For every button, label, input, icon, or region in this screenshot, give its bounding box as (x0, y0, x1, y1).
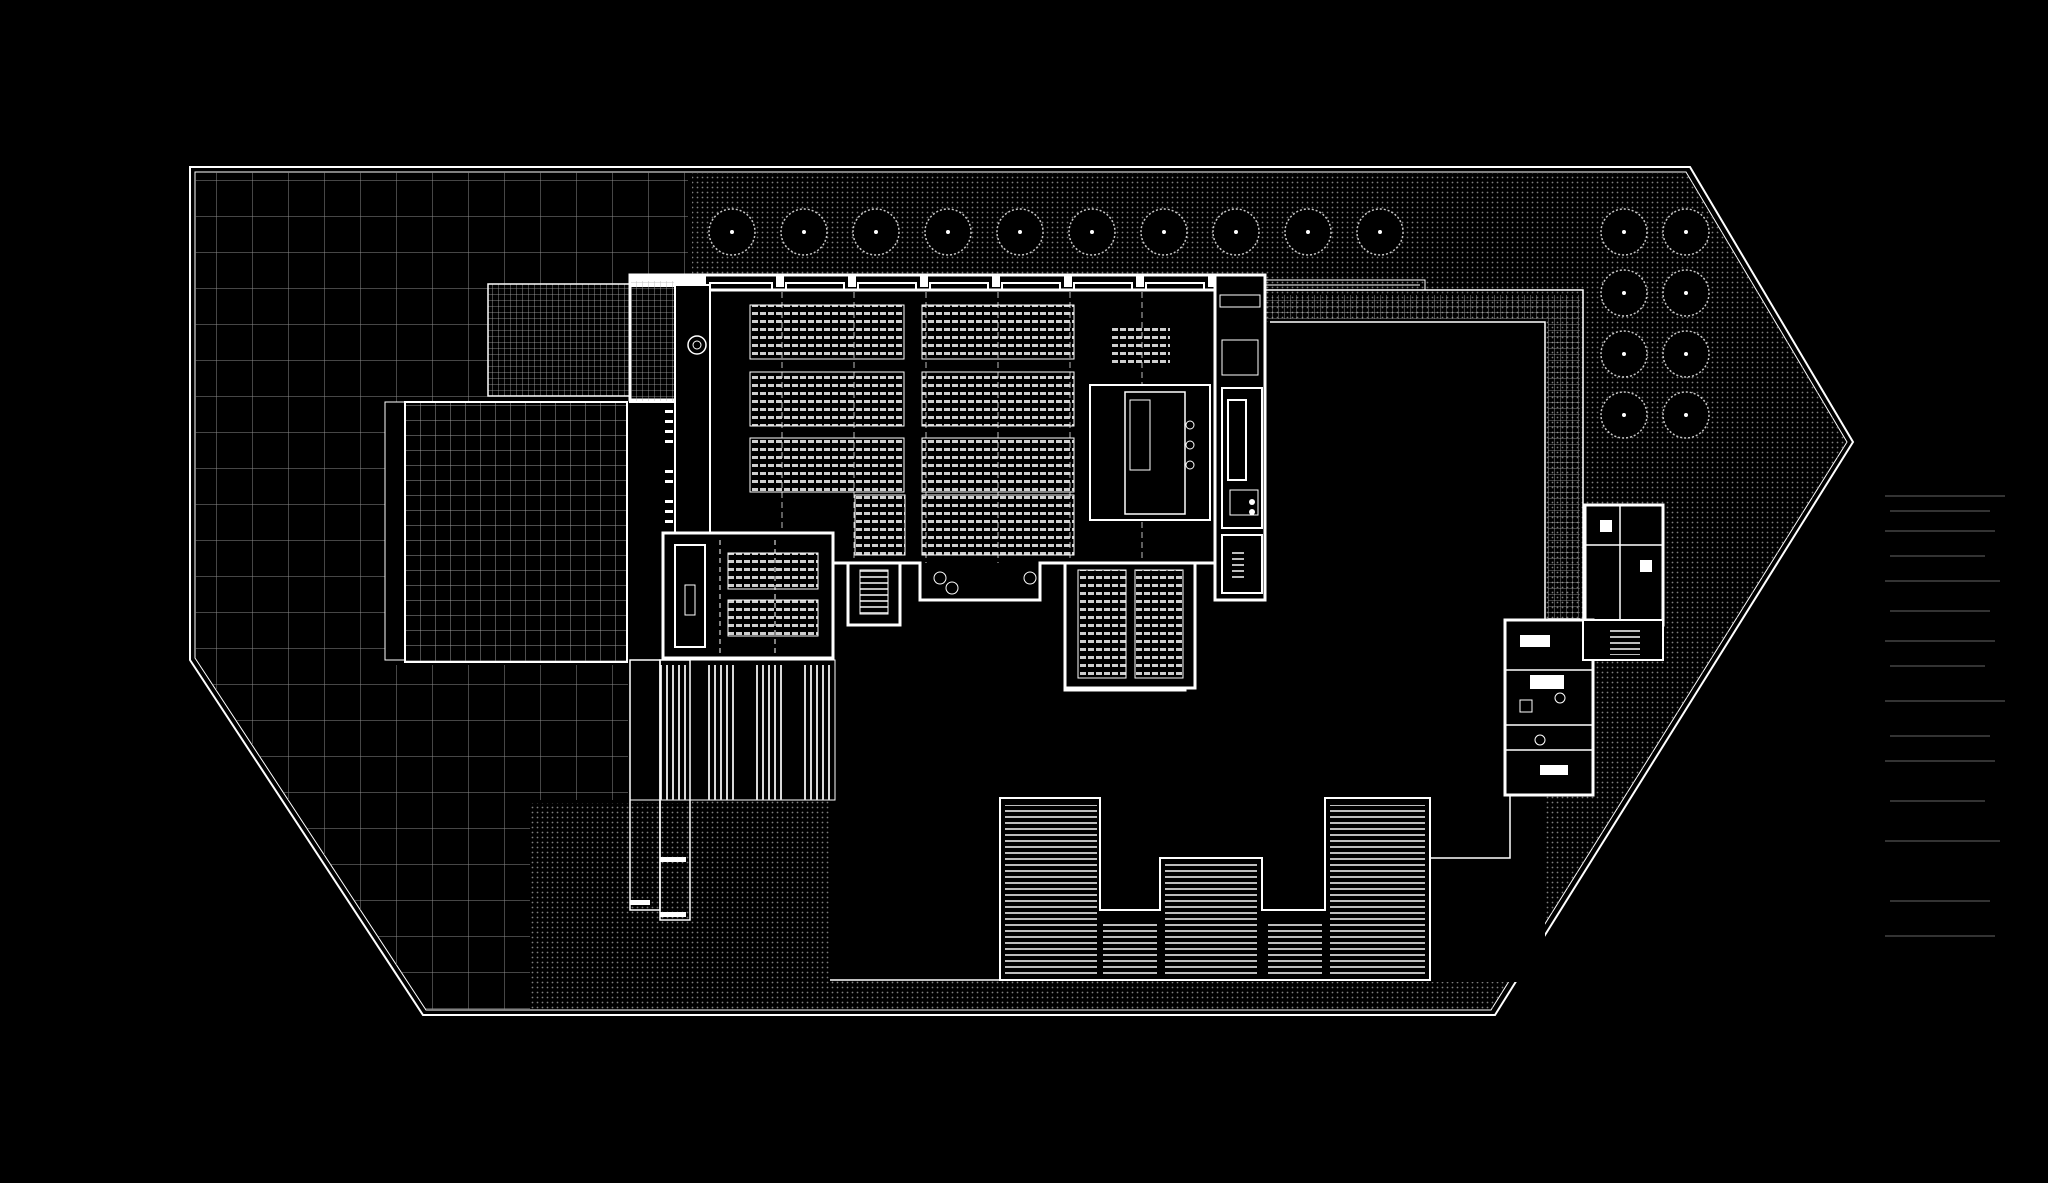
fine-grid-terrace (384, 401, 628, 663)
main-building (628, 273, 1264, 692)
perimeter-walkway (1262, 279, 1584, 625)
faint-annotations (1885, 495, 2005, 937)
south-west-wing (661, 531, 835, 660)
reading-court-small (846, 561, 1037, 627)
grid-plaza (195, 172, 688, 1010)
south-stacks (1063, 561, 1197, 690)
tree-row-top (708, 208, 1404, 256)
entry-hall (629, 279, 711, 536)
south-pavilions (999, 797, 1431, 981)
east-annex (1213, 273, 1267, 602)
tree-cluster-right (1600, 208, 1710, 439)
east-residential-wing (1503, 503, 1665, 797)
ramp-stripes (629, 659, 836, 921)
entrance-square (487, 283, 631, 397)
